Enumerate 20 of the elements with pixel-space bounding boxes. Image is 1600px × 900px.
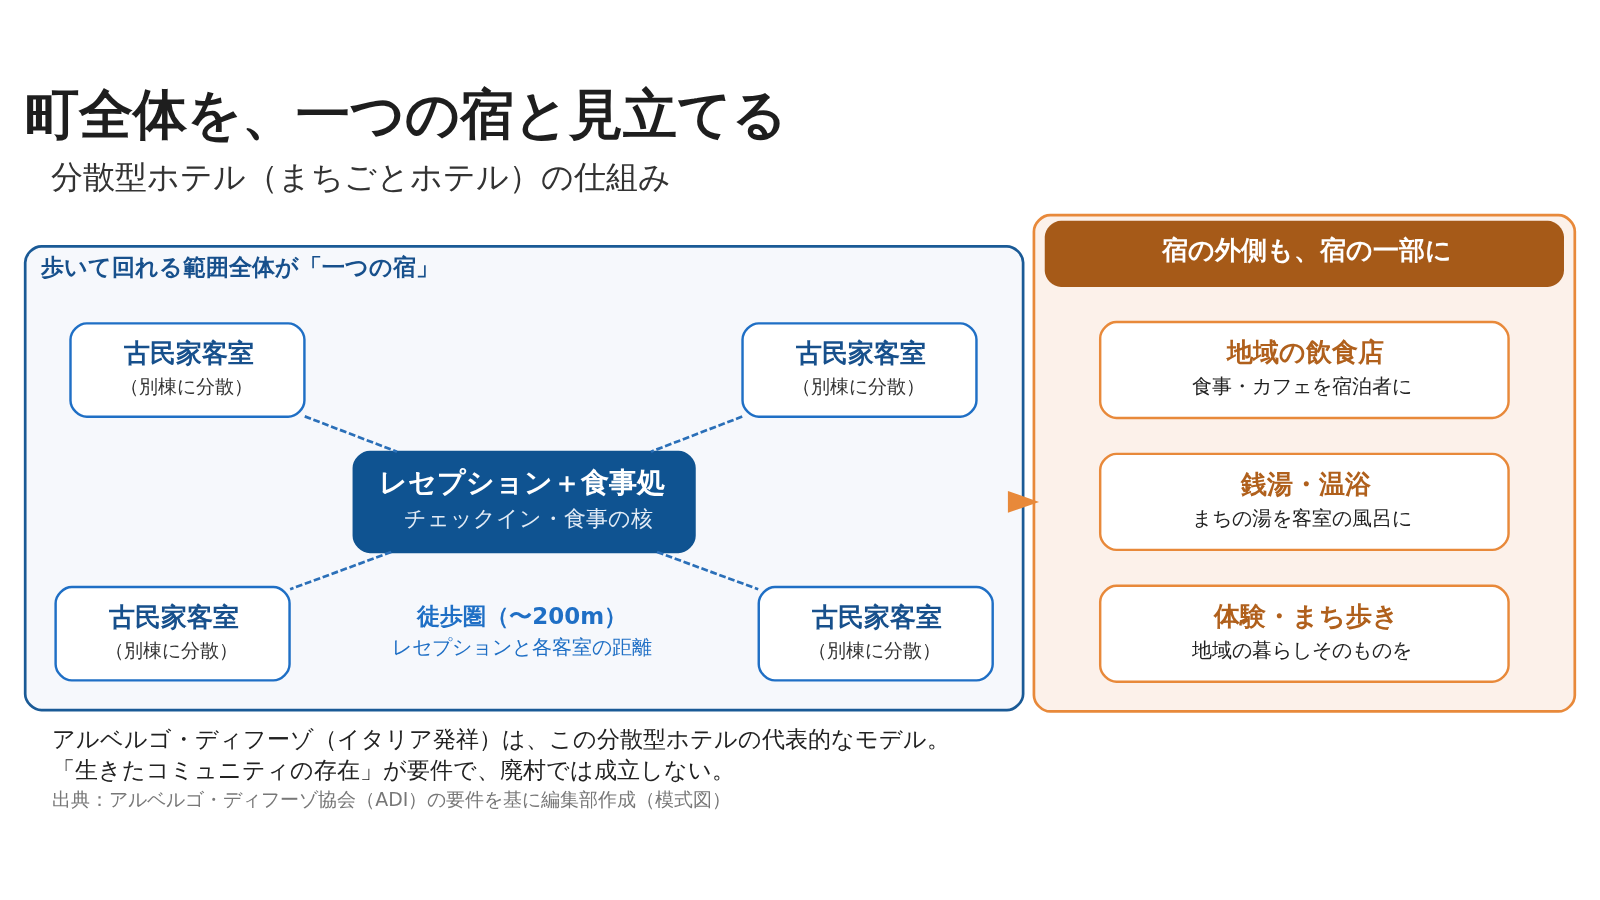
node-box: レセプション＋食事処 チェックイン・食事の核 bbox=[352, 450, 696, 553]
node-box: 銭湯・温浴 まちの湯を客室の風呂に bbox=[1098, 452, 1510, 551]
connector bbox=[304, 414, 398, 453]
arrow bbox=[1007, 490, 1040, 513]
label: レセプションと各客室の距離 bbox=[391, 634, 652, 659]
node-box: 体験・まち歩き 地域の暮らしそのものを bbox=[1098, 584, 1510, 683]
connector bbox=[656, 550, 759, 590]
diagram-title: 町全体を、一つの宿と見立てる bbox=[25, 82, 788, 146]
label: アルベルゴ・ディフーゾ（イタリア発祥）は、この分散型ホテルの代表的なモデル。 bbox=[52, 725, 951, 752]
node-box: 古民家客室 （別棟に分散） bbox=[54, 585, 291, 682]
label: 分散型ホテル（まちごとホテル）の仕組み bbox=[50, 157, 671, 196]
label: 徒歩圏（〜200m） bbox=[417, 602, 628, 629]
label: 出典：アルベルゴ・ディフーゾ協会（ADI）の要件を基に編集部作成（模式図） bbox=[52, 787, 732, 810]
connector bbox=[650, 414, 743, 453]
node-box: 古民家客室 （別棟に分散） bbox=[757, 585, 994, 682]
label: 「生きたコミュニティの存在」が要件で、廃村では成立しない。 bbox=[52, 756, 736, 783]
connector bbox=[289, 550, 392, 590]
node-box: 古民家客室 （別棟に分散） bbox=[69, 321, 306, 418]
node-box: 古民家客室 （別棟に分散） bbox=[741, 321, 978, 418]
node-box: 地域の飲食店 食事・カフェを宿泊者に bbox=[1098, 320, 1510, 419]
